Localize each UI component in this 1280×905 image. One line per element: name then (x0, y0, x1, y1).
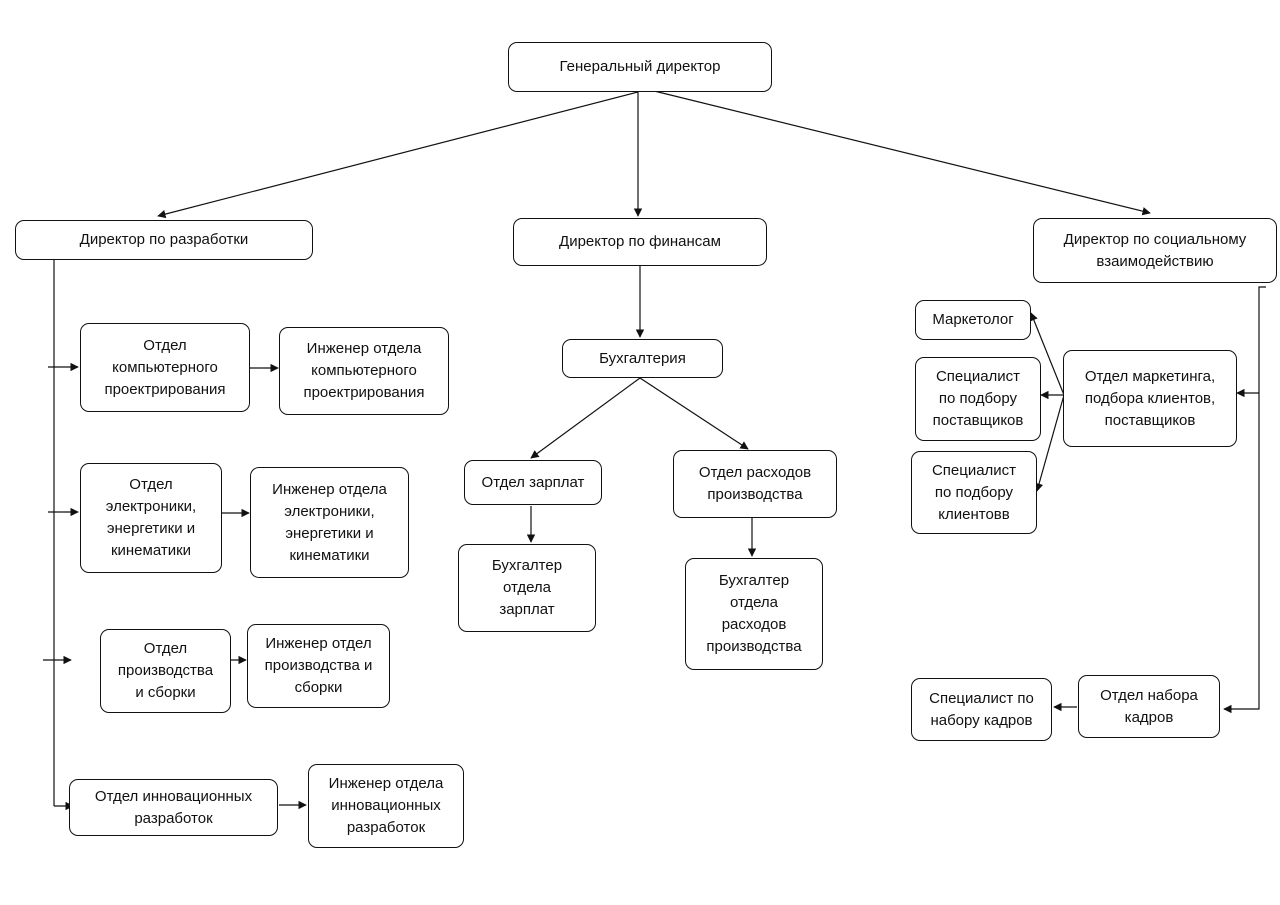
arrow-ceo-soc (641, 87, 1151, 216)
cad-dept-box: Отдел компьютерного проектрирования (80, 323, 250, 412)
ceo-box: Генеральный директор (508, 42, 772, 92)
expense-accountant-box: Бухгалтер отдела расходов производства (685, 558, 823, 670)
supplier-specialist-box: Специалист по подбору поставщиков (915, 357, 1041, 441)
salary-accountant-box: Бухгалтер отдела зарплат (458, 544, 596, 632)
prod-dept-box: Отдел производства и сборки (100, 629, 231, 713)
salary-dept-box: Отдел зарплат (464, 460, 602, 505)
arrow-ceo-dev (157, 91, 639, 219)
fin-director-box: Директор по финансам (513, 218, 767, 266)
arrow-marketer (1029, 312, 1065, 396)
prod-engineer-box: Инженер отдел производства и сборки (247, 624, 390, 708)
innov-engineer-box: Инженер отдела инновационных разработок (308, 764, 464, 848)
cad-engineer-box: Инженер отдела компьютерного проектриров… (279, 327, 449, 415)
hr-specialist-box: Специалист по набору кадров (911, 678, 1052, 741)
soc-director-box: Директор по социальному взаимодействию (1033, 218, 1277, 283)
dev-director-box: Директор по разработки (15, 220, 313, 260)
accounting-box: Бухгалтерия (562, 339, 723, 378)
arrow-accounting-expense (639, 377, 749, 450)
client-specialist-box: Специалист по подбору клиентовв (911, 451, 1037, 534)
marketer-box: Маркетолог (915, 300, 1031, 340)
innov-dept-box: Отдел инновационных разработок (69, 779, 278, 836)
hr-dept-box: Отдел набора кадров (1078, 675, 1220, 738)
elec-engineer-box: Инженер отдела электроники, энергетики и… (250, 467, 409, 578)
elec-dept-box: Отдел электроники, энергетики и кинемати… (80, 463, 222, 573)
arrow-soc-hr-dept (1223, 286, 1266, 714)
arrow-client-specialist (1035, 394, 1065, 492)
expense-dept-box: Отдел расходов производства (673, 450, 837, 518)
arrow-accounting-salary (530, 377, 641, 459)
marketing-dept-box: Отдел маркетинга, подбора клиентов, пост… (1063, 350, 1237, 447)
